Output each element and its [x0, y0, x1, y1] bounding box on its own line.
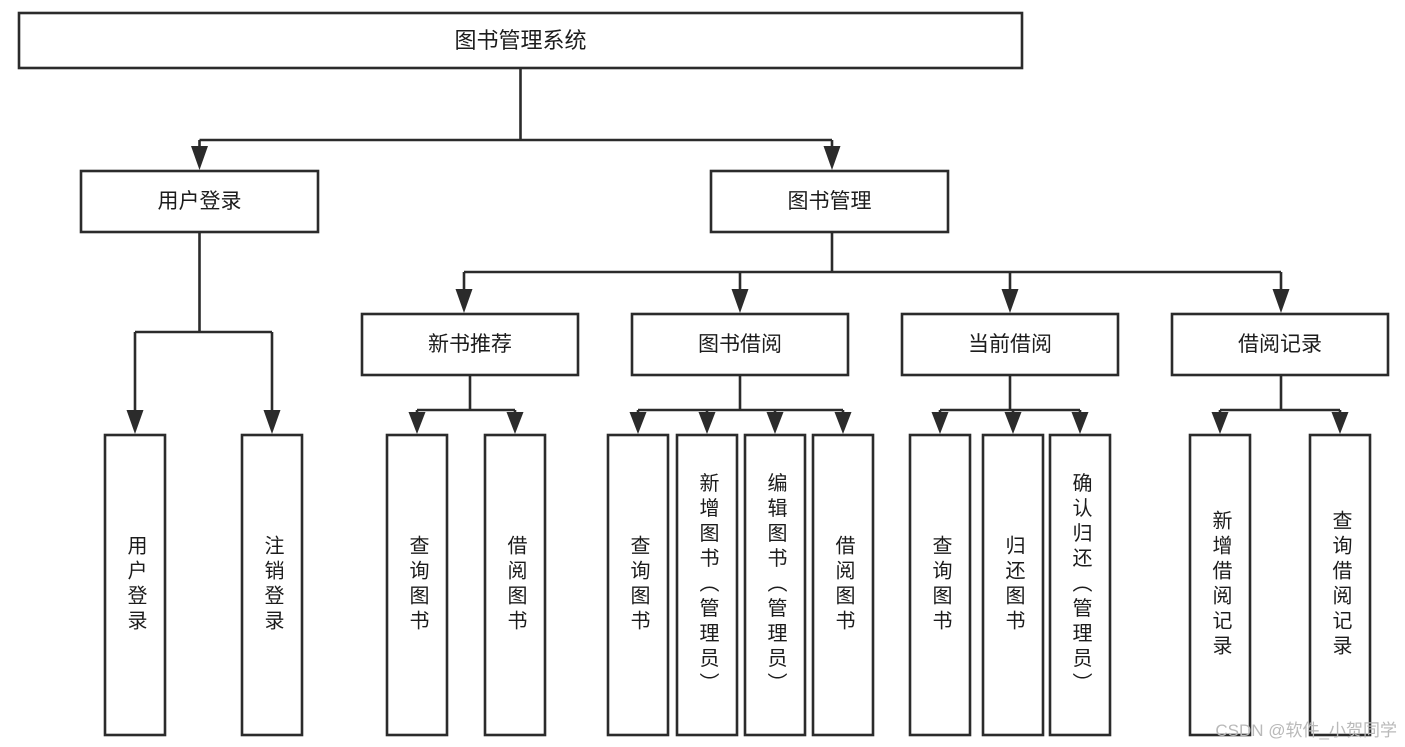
node-user-login-label: 用户登录 [158, 190, 242, 213]
leaf-query-book-borrow[interactable]: 查询图书 [606, 433, 670, 737]
leaf-query-book-current[interactable]: 查询图书 [908, 433, 972, 737]
node-new-book-recommend-label: 新书推荐 [428, 333, 512, 356]
leaf-confirm-return-admin[interactable]: 确认归还（管理员） [1048, 433, 1112, 737]
leaf-query-book-borrow-label: 查询图书 [627, 535, 650, 635]
leaf-logout-label: 注销登录 [261, 535, 284, 635]
node-user-login[interactable]: 用户登录 [79, 169, 320, 234]
leaf-add-borrow-record-label: 新增借阅记录 [1209, 510, 1232, 660]
node-current-borrow-label: 当前借阅 [968, 333, 1052, 356]
leaf-query-book-current-label: 查询图书 [929, 535, 952, 635]
node-book-borrow-label: 图书借阅 [698, 333, 782, 356]
connector-borrow-to-leaves [629, 375, 852, 434]
leaf-borrow-book-recommend[interactable]: 借阅图书 [483, 433, 547, 737]
leaf-logout[interactable]: 注销登录 [240, 433, 304, 737]
leaf-query-borrow-record[interactable]: 查询借阅记录 [1308, 433, 1372, 737]
leaf-borrow-book[interactable]: 借阅图书 [811, 433, 875, 737]
leaf-edit-book-admin[interactable]: 编辑图书（管理员） [743, 433, 807, 737]
node-root-system[interactable]: 图书管理系统 [17, 11, 1024, 70]
leaf-borrow-book-label: 借阅图书 [832, 535, 855, 635]
node-current-borrow[interactable]: 当前借阅 [900, 312, 1120, 377]
connector-root-to-level2 [191, 68, 841, 170]
leaf-return-book[interactable]: 归还图书 [981, 433, 1045, 737]
leaf-add-book-admin-label: 新增图书（管理员） [696, 472, 719, 697]
node-root-label: 图书管理系统 [454, 28, 586, 53]
leaf-confirm-return-admin-label: 确认归还（管理员） [1069, 472, 1092, 697]
node-borrow-record-label: 借阅记录 [1238, 333, 1322, 356]
connector-bookmgmt-to-level3 [455, 232, 1290, 313]
leaf-return-book-label: 归还图书 [1002, 535, 1025, 635]
leaf-query-borrow-record-label: 查询借阅记录 [1329, 510, 1352, 660]
node-borrow-record[interactable]: 借阅记录 [1170, 312, 1390, 377]
leaf-query-book-recommend-label: 查询图书 [406, 535, 429, 635]
node-book-management[interactable]: 图书管理 [709, 169, 950, 234]
leaf-borrow-book-recommend-label: 借阅图书 [504, 535, 527, 635]
connector-record-to-leaves [1211, 375, 1349, 434]
leaf-query-book-recommend[interactable]: 查询图书 [385, 433, 449, 737]
connector-current-to-leaves [931, 375, 1089, 434]
leaf-edit-book-admin-label: 编辑图书（管理员） [764, 472, 787, 697]
node-book-management-label: 图书管理 [788, 190, 872, 213]
node-book-borrow[interactable]: 图书借阅 [630, 312, 850, 377]
leaf-add-book-admin[interactable]: 新增图书（管理员） [675, 433, 739, 737]
connector-userlogin-to-leaves [126, 232, 281, 434]
leaf-user-login[interactable]: 用户登录 [103, 433, 167, 737]
csdn-watermark: CSDN @软件_小贺同学 [1215, 721, 1397, 740]
leaf-user-login-label: 用户登录 [124, 535, 147, 635]
connector-newbook-to-leaves [408, 375, 524, 434]
node-new-book-recommend[interactable]: 新书推荐 [360, 312, 580, 377]
leaf-add-borrow-record[interactable]: 新增借阅记录 [1188, 433, 1252, 737]
